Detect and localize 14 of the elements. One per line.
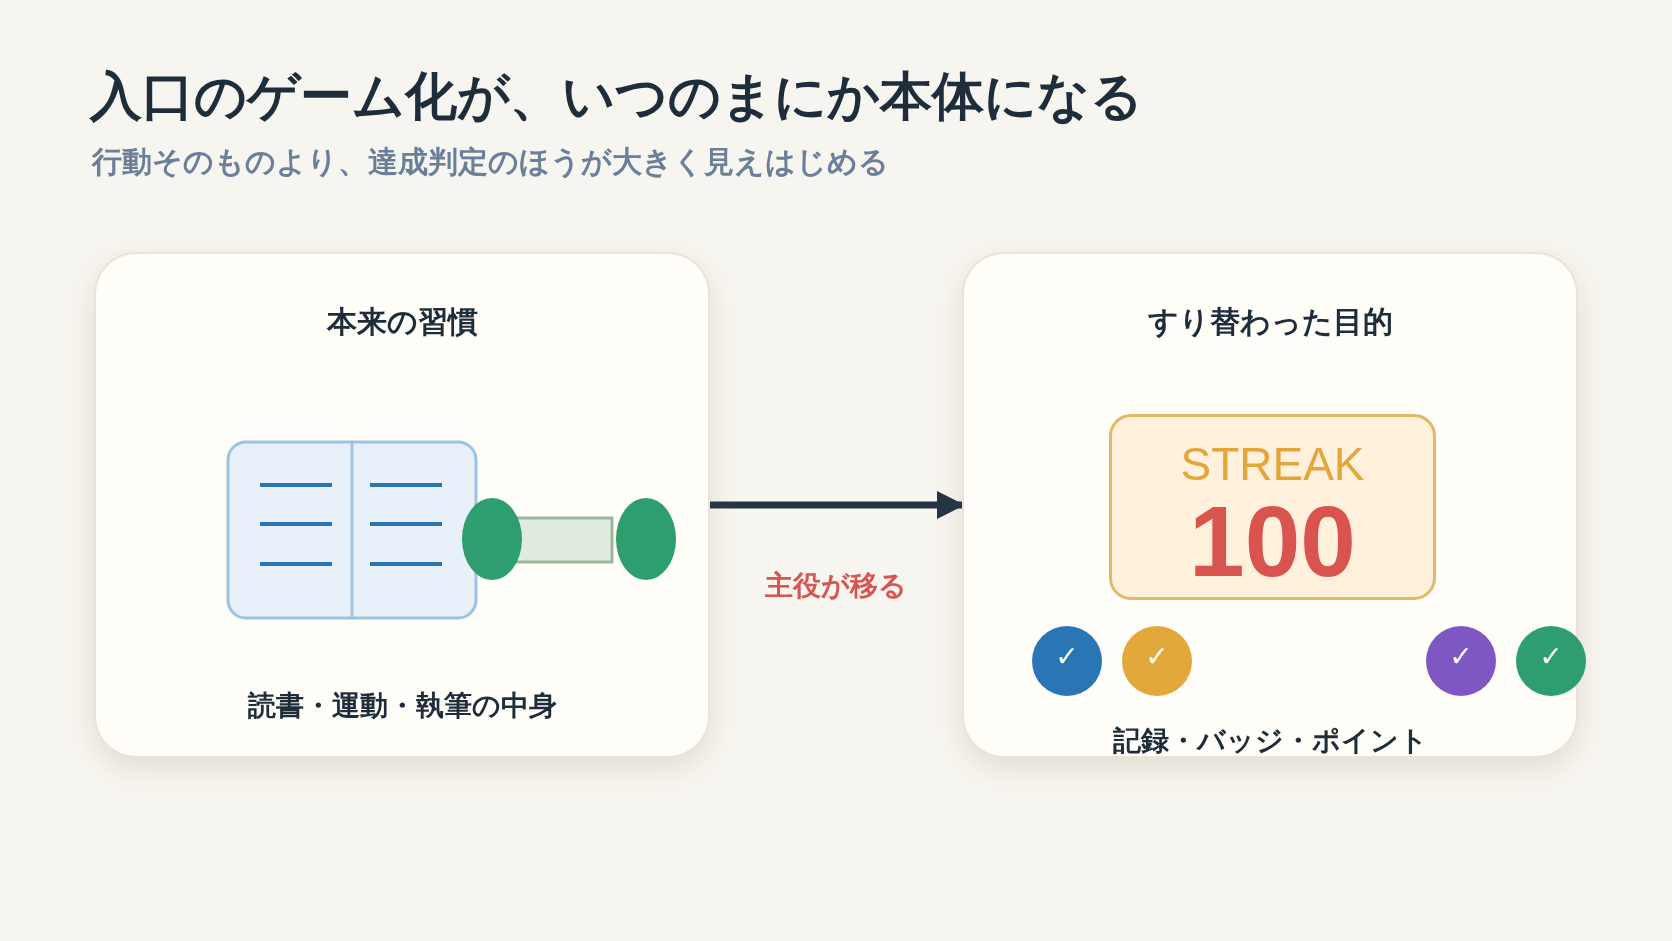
check-badge: ✓ (1032, 626, 1102, 696)
card-heading: すり替わった目的 (1146, 303, 1394, 341)
streak-counter-box (1109, 414, 1436, 600)
check-badge: ✓ (1516, 626, 1586, 696)
card-heading: 本来の習慣 (325, 303, 479, 341)
subtitle: 行動そのものより、達成判定のほうが大きく見えはじめる (92, 143, 889, 181)
check-badge: ✓ (1426, 626, 1496, 696)
streak-label: STREAK (1180, 437, 1365, 491)
title: 入口のゲーム化が、いつのまにか本体になる (90, 65, 1143, 128)
check-badge: ✓ (1122, 626, 1192, 696)
card-caption: 記録・バッジ・ポイント (1112, 723, 1428, 759)
card-panel (94, 252, 710, 758)
card-caption: 読書・運動・執筆の中身 (247, 688, 557, 724)
streak-number: 100 (1189, 491, 1356, 591)
